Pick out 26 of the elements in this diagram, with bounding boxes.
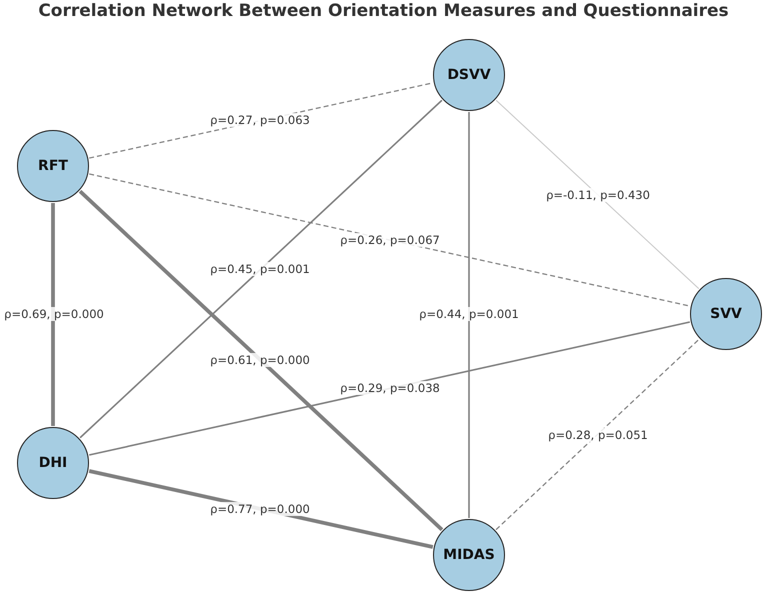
edge-label: ρ=0.44, p=0.001	[418, 307, 520, 321]
correlation-line	[80, 100, 442, 438]
node-circle	[433, 519, 505, 591]
edge-label: ρ=0.29, p=0.038	[339, 381, 441, 395]
correlation-line	[88, 321, 690, 456]
correlation-line	[496, 100, 700, 290]
correlation-line	[89, 173, 690, 307]
node-label: DHI	[38, 455, 68, 471]
correlation-line	[468, 112, 470, 518]
correlation-line	[51, 203, 55, 426]
chart-title: Correlation Network Between Orientation Measures and Questionnaires	[37, 1, 730, 21]
node-label: SVV	[710, 306, 742, 322]
node-label: RFT	[38, 158, 68, 174]
edge-label: ρ=0.69, p=0.000	[3, 307, 105, 321]
edge-label: ρ=0.45, p=0.001	[209, 262, 311, 276]
edge-label: ρ=0.61, p=0.000	[209, 353, 311, 367]
node-circle	[433, 39, 505, 111]
correlation-line	[496, 338, 700, 530]
node-label: MIDAS	[443, 547, 495, 563]
edge-label: ρ=0.28, p=0.051	[547, 428, 649, 442]
edge-label: ρ=-0.11, p=0.430	[545, 188, 651, 202]
correlation-line	[78, 190, 444, 532]
edge-label: ρ=0.27, p=0.063	[209, 113, 311, 127]
edge-label: ρ=0.77, p=0.000	[209, 502, 311, 516]
node-label: DSVV	[447, 67, 491, 83]
edge-label: ρ=0.26, p=0.067	[339, 233, 441, 247]
